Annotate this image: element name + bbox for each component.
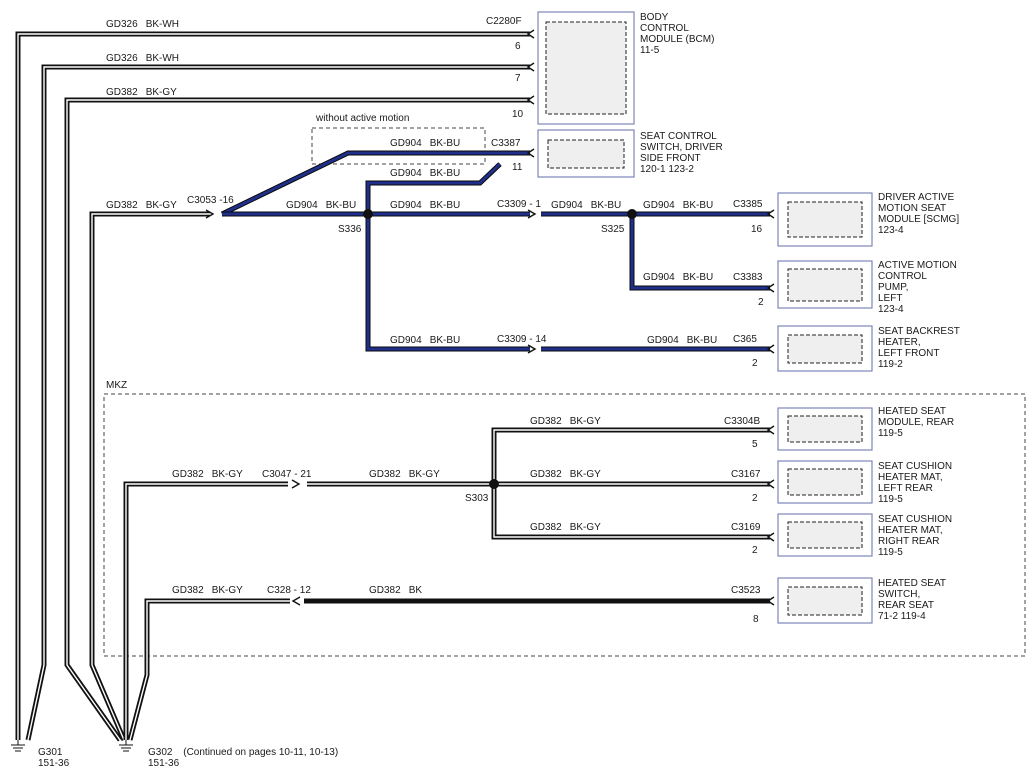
connector-c3383-pin: 2 xyxy=(758,297,764,308)
component-cushion-right-label: SEAT CUSHION HEATER MAT, RIGHT REAR 119-… xyxy=(878,514,955,558)
mkz-wires xyxy=(304,427,770,604)
splice-s303 xyxy=(489,479,499,489)
connector-c3167-pin: 2 xyxy=(752,493,758,504)
component-connector-arrows xyxy=(526,29,775,606)
connector-c3304b: C3304B xyxy=(724,416,760,427)
connector-c3309-14: C3309 - 14 xyxy=(497,334,547,345)
ground-wires xyxy=(15,31,530,742)
connector-c2280f-pin-10: 10 xyxy=(512,109,524,120)
connector-c3383: C3383 xyxy=(733,272,763,283)
option-label-mkz: MKZ xyxy=(106,380,127,391)
component-bcm: BODY CONTROL MODULE (BCM) 11-5 xyxy=(537,11,717,125)
blue-wires xyxy=(220,150,770,352)
component-heated-seat-switch-rear: HEATED SEAT SWITCH, REAR SEAT 71-2 119-4 xyxy=(777,577,949,624)
component-bcm-label: BODY CONTROL MODULE (BCM) 11-5 xyxy=(640,12,717,56)
ground-symbol-g301 xyxy=(11,740,25,752)
component-cushion-left-label: SEAT CUSHION HEATER MAT, LEFT REAR 119-5 xyxy=(878,461,955,505)
ground-g302-label: G302 (Continued on pages 10-11, 10-13) 1… xyxy=(148,747,341,769)
component-pump-label: ACTIVE MOTION CONTROL PUMP, LEFT 123-4 xyxy=(878,260,960,315)
splice-s325 xyxy=(627,209,637,219)
component-scmg: DRIVER ACTIVE MOTION SEAT MODULE [SCMG] … xyxy=(777,192,962,247)
component-cushion-heater-right: SEAT CUSHION HEATER MAT, RIGHT REAR 119-… xyxy=(777,513,955,558)
connector-c3167: C3167 xyxy=(731,469,761,480)
component-backrest-heater: SEAT BACKREST HEATER, LEFT FRONT 119-2 xyxy=(777,325,962,372)
connector-c3385: C3385 xyxy=(733,199,763,210)
connector-c2280f: C2280F xyxy=(486,16,522,27)
ground-g301-label: G301 151-36 xyxy=(38,747,70,769)
component-scmg-label: DRIVER ACTIVE MOTION SEAT MODULE [SCMG] … xyxy=(878,192,962,236)
option-label-without-active-motion: without active motion xyxy=(315,113,409,124)
connector-c3047: C3047 - 21 xyxy=(262,469,312,480)
splice-s336 xyxy=(363,209,373,219)
connector-c3387-pin: 11 xyxy=(512,162,523,173)
connector-c3385-pin: 16 xyxy=(751,224,763,235)
component-seat-switch-label: SEAT CONTROL SWITCH, DRIVER SIDE FRONT 1… xyxy=(640,131,726,175)
option-box-without-active-motion xyxy=(311,127,486,165)
splice-s336-label: S336 xyxy=(338,224,362,235)
component-heated-rear-label: HEATED SEAT MODULE, REAR 119-5 xyxy=(878,406,957,439)
connector-c2280f-pin-7: 7 xyxy=(515,73,521,84)
inline-connector-symbols xyxy=(205,209,537,606)
option-box-mkz xyxy=(103,393,1026,657)
splice-s303-label: S303 xyxy=(465,493,489,504)
connector-c2280f-pin-6: 6 xyxy=(515,41,521,52)
component-heated-seat-module-rear: HEATED SEAT MODULE, REAR 119-5 xyxy=(777,406,957,451)
component-cushion-heater-left: SEAT CUSHION HEATER MAT, LEFT REAR 119-5 xyxy=(777,460,955,505)
connector-c328: C328 - 12 xyxy=(267,585,311,596)
connector-c365-pin: 2 xyxy=(752,358,758,369)
connector-c365: C365 xyxy=(733,334,757,345)
component-backrest-label: SEAT BACKREST HEATER, LEFT FRONT 119-2 xyxy=(878,326,962,370)
connector-c3304b-pin: 5 xyxy=(752,439,758,450)
connector-c3387: C3387 xyxy=(491,138,521,149)
component-motion-pump: ACTIVE MOTION CONTROL PUMP, LEFT 123-4 xyxy=(777,260,960,315)
connector-c3053: C3053 -16 xyxy=(187,195,234,206)
splice-s325-label: S325 xyxy=(601,224,625,235)
connector-c3169: C3169 xyxy=(731,522,761,533)
component-seat-control-switch: SEAT CONTROL SWITCH, DRIVER SIDE FRONT 1… xyxy=(537,129,726,178)
connector-c3169-pin: 2 xyxy=(752,545,758,556)
ground-symbol-g302 xyxy=(119,740,133,752)
connector-c3523-pin: 8 xyxy=(753,614,759,625)
connector-c3523: C3523 xyxy=(731,585,761,596)
component-switch-rear-label: HEATED SEAT SWITCH, REAR SEAT 71-2 119-4 xyxy=(878,578,949,622)
connector-c3309-1: C3309 - 1 xyxy=(497,199,541,210)
